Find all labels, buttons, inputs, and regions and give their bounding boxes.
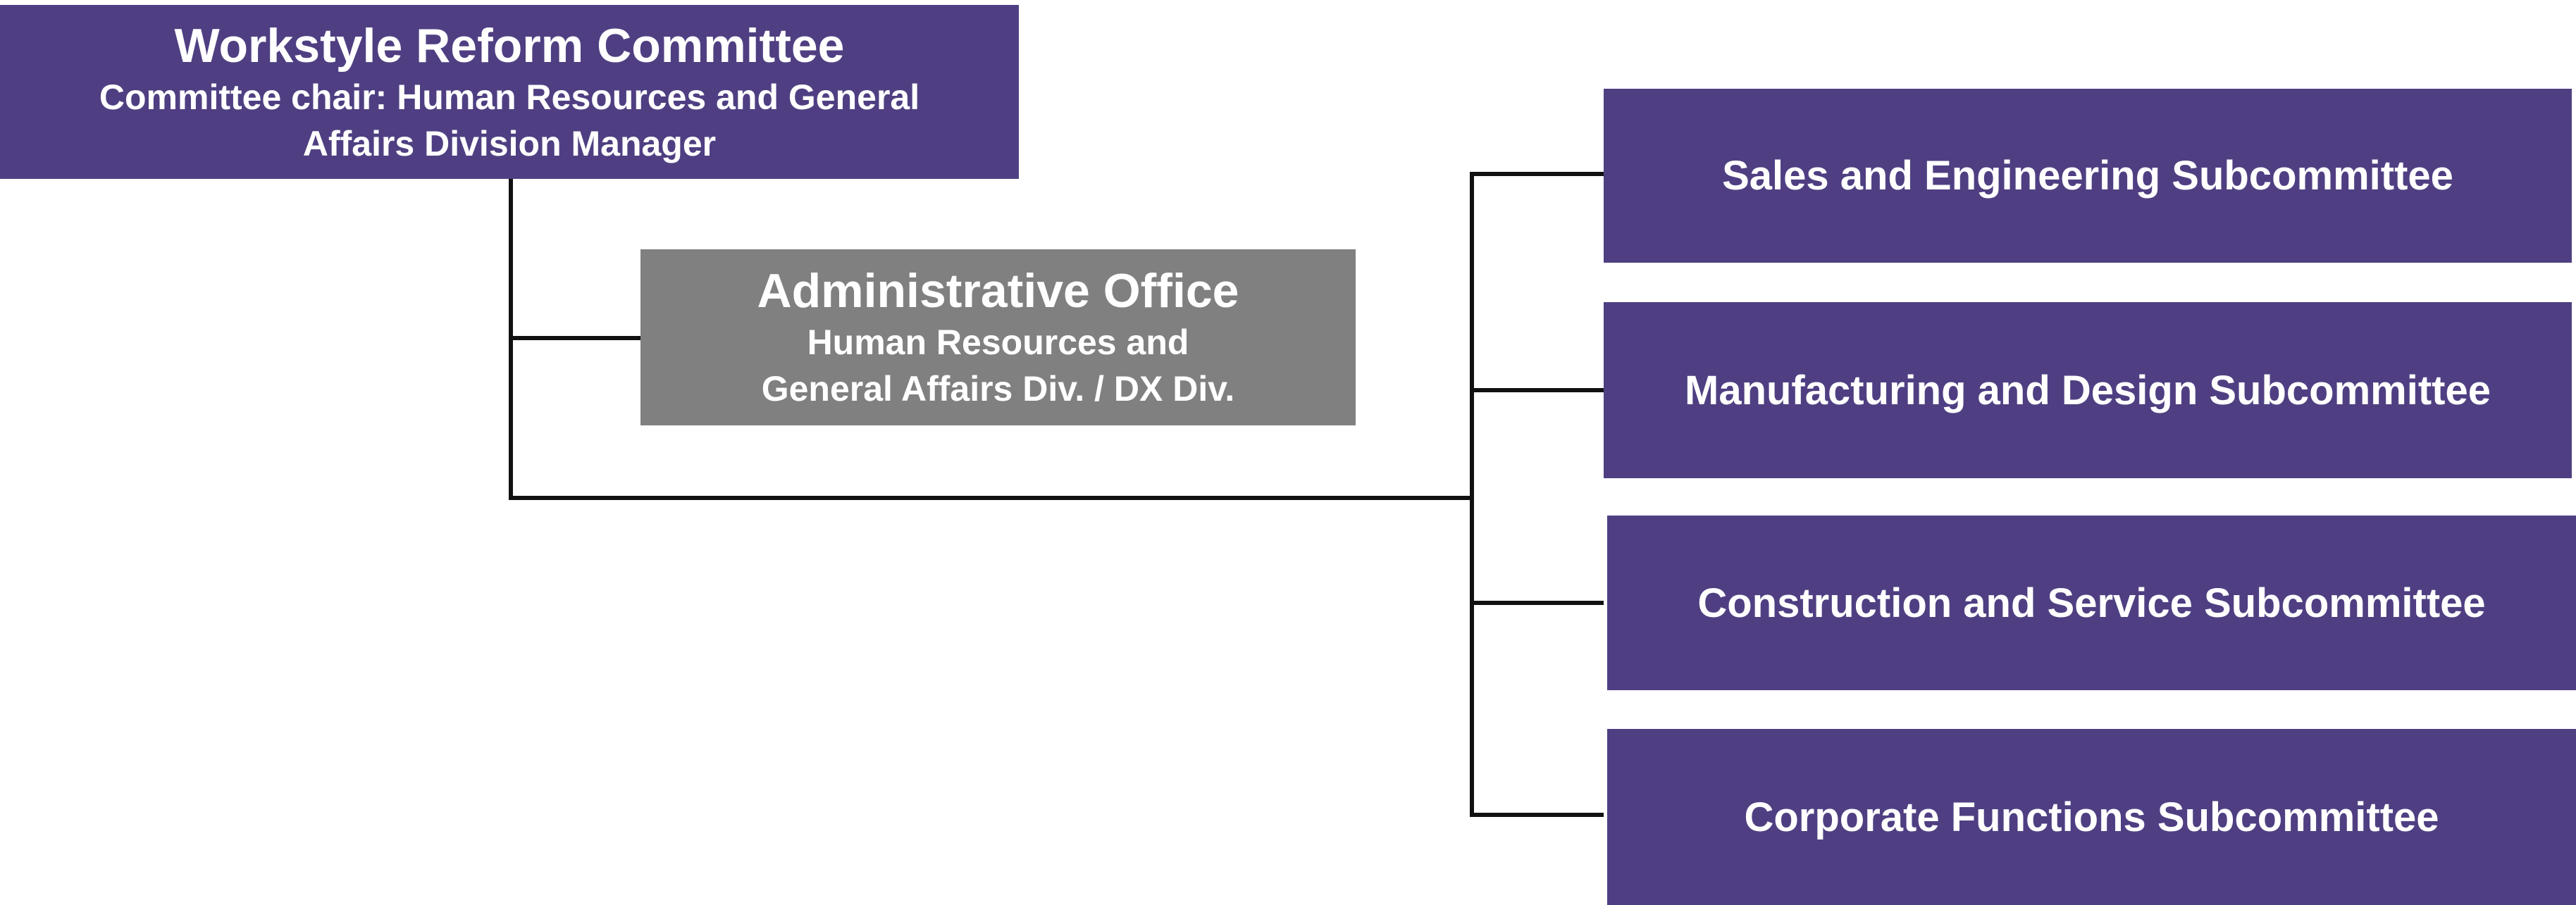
connector-line (1470, 388, 1604, 392)
admin-office-box: Administrative Office Human Resources an… (640, 249, 1356, 425)
admin-office-line1: Human Resources and (807, 323, 1189, 362)
connector-line (509, 496, 1474, 500)
subcommittee-box: Corporate Functions Subcommittee (1607, 729, 2576, 905)
connector-line (1470, 601, 1604, 605)
subcommittee-box: Manufacturing and Design Subcommittee (1604, 302, 2572, 478)
committee-title: Workstyle Reform Committee (174, 18, 845, 73)
connector-line (1470, 172, 1474, 817)
committee-chair-line1: Committee chair: Human Resources and Gen… (99, 77, 920, 117)
subcommittee-label: Sales and Engineering Subcommittee (1722, 153, 2453, 199)
committee-chair-line2: Affairs Division Manager (302, 123, 717, 163)
connector-line (509, 336, 640, 340)
committee-box: Workstyle Reform Committee Committee cha… (0, 5, 1019, 179)
connector-line (1470, 813, 1604, 817)
connector-line (1470, 172, 1604, 176)
subcommittee-box: Construction and Service Subcommittee (1607, 516, 2576, 690)
subcommittee-label: Construction and Service Subcommittee (1697, 580, 2486, 626)
admin-office-line2: General Affairs Div. / DX Div. (761, 369, 1235, 408)
subcommittee-label: Manufacturing and Design Subcommittee (1685, 367, 2491, 413)
admin-office-title: Administrative Office (757, 264, 1239, 318)
subcommittee-box: Sales and Engineering Subcommittee (1604, 89, 2572, 263)
subcommittee-label: Corporate Functions Subcommittee (1744, 794, 2439, 840)
